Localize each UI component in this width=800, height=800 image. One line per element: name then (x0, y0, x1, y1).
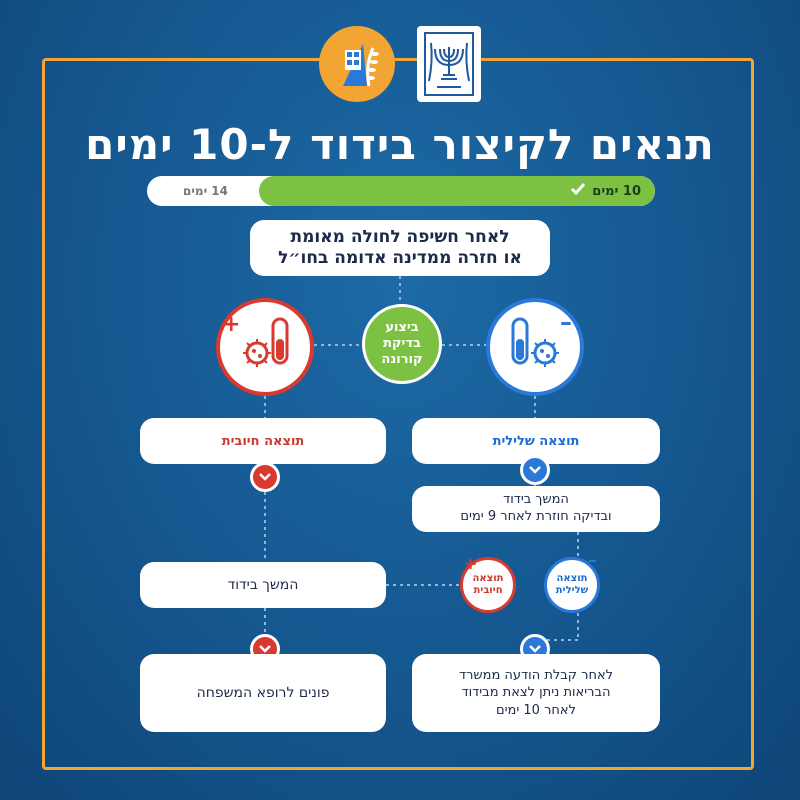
timeline-end-label: 14 ימים (183, 184, 228, 198)
retest-negative-line-1: תוצאה (556, 573, 588, 584)
retest-positive-circle: תוצאה חיובית (460, 557, 516, 613)
contact-doctor-box: פונים לרופא המשפחה (140, 654, 386, 732)
positive-test-circle (216, 298, 314, 396)
release-line-3: לאחר 10 ימים (496, 702, 576, 718)
timeline-filled-label: 10 ימים (592, 183, 641, 199)
exposure-line-1: לאחר חשיפה לחולה מאומת (290, 226, 510, 247)
test-line-3: קורונה (381, 352, 423, 368)
plus-icon: + (464, 554, 478, 573)
chevron-down-icon (520, 455, 550, 485)
retest-positive-line-1: תוצאה (472, 573, 504, 584)
retest-negative-circle: תוצאה שלילית (544, 557, 600, 613)
minus-icon: – (588, 550, 597, 571)
continue-and-retest-box: המשך בידוד ובדיקה חוזרת לאחר 9 ימים (412, 486, 660, 532)
release-line-2: הבריאות ניתן לצאת מבידוד (461, 685, 611, 701)
retest-negative-line-2: שלילית (555, 585, 589, 596)
test-tube-virus-icon (503, 313, 567, 381)
timeline-progress: 10 ימים (258, 176, 655, 206)
test-line-2: בדיקת (383, 335, 421, 351)
negative-test-circle (486, 298, 584, 396)
test-line-1: ביצוע (385, 319, 419, 335)
exposure-line-2: או חזרה ממדינה אדומה בחו״ל (278, 248, 522, 268)
retest-line-1: המשך בידוד (503, 492, 569, 508)
continue-isolation-box: המשך בידוד (140, 562, 386, 608)
header-logos (0, 24, 800, 104)
covid-test-circle: ביצוע בדיקת קורונה (362, 304, 442, 384)
retest-positive-line-2: חיובית (473, 585, 503, 596)
check-icon (570, 182, 586, 200)
orange-frame (42, 58, 754, 770)
test-tube-virus-icon (233, 313, 297, 381)
retest-line-2: ובדיקה חוזרת לאחר 9 ימים (460, 509, 612, 524)
plus-icon: + (222, 312, 241, 337)
release-line-1: לאחר קבלת הודעה ממשרד (458, 667, 614, 683)
ministry-logo-icon (319, 26, 395, 102)
positive-result-box: תוצאה חיובית (140, 418, 386, 464)
release-box: לאחר קבלת הודעה ממשרד הבריאות ניתן לצאת … (412, 654, 660, 732)
isolation-timeline: 10 ימים 14 ימים (147, 176, 655, 206)
exposure-box: לאחר חשיפה לחולה מאומת או חזרה ממדינה אד… (250, 220, 550, 276)
state-emblem-icon (417, 26, 481, 102)
page-title: תנאים לקיצור בידוד ל-10 ימים (85, 120, 715, 169)
chevron-down-icon (250, 462, 280, 492)
minus-icon: – (560, 308, 572, 336)
